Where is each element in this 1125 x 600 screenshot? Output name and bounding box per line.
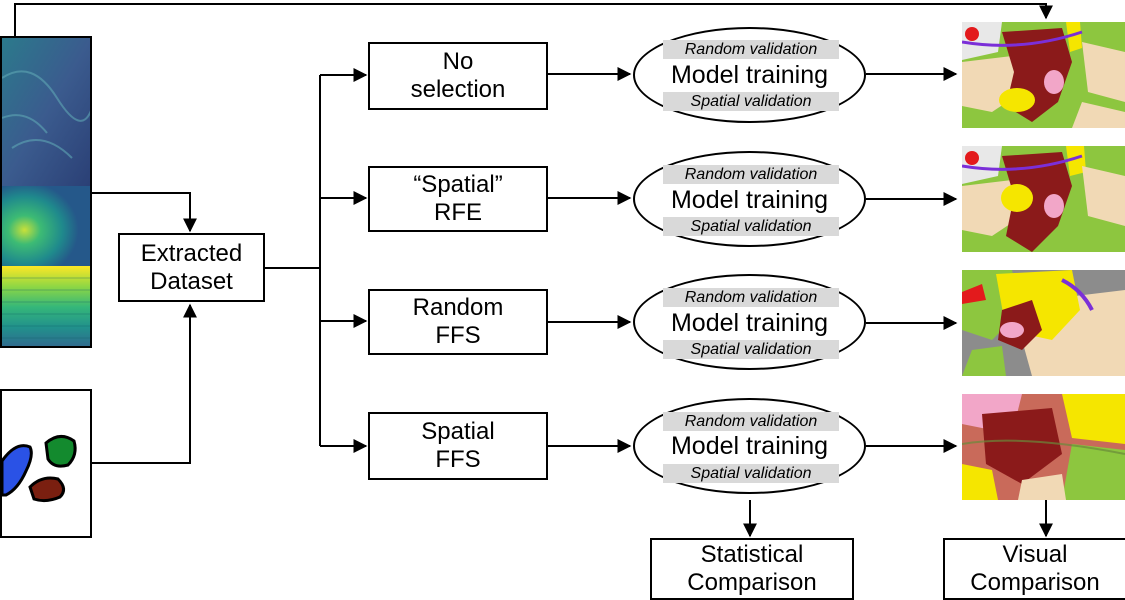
method-line1: Random — [412, 294, 504, 321]
model-training-label: Model training — [670, 309, 829, 337]
method-box-no-selection: No selection — [368, 42, 548, 110]
statistical-comparison-box: Statistical Comparison — [650, 538, 854, 600]
spatial-validation-label: Spatial validation — [663, 340, 839, 359]
method-line2: RFE — [434, 199, 482, 226]
raster-to-dataset-arrow — [92, 192, 197, 233]
method-box-random-ffs: Random FFS — [368, 289, 548, 355]
method-line2: FFS — [435, 446, 481, 473]
method-line1: No — [442, 48, 474, 75]
random-validation-label: Random validation — [663, 412, 839, 431]
land-cover-map-4 — [962, 394, 1125, 500]
method-box-spatial-rfe: “Spatial” RFE — [368, 166, 548, 232]
method-line1: “Spatial” — [413, 171, 503, 198]
visual-comparison-line1: Visual — [1002, 541, 1068, 568]
visual-comparison-box: Visual Comparison — [943, 538, 1125, 600]
random-validation-label: Random validation — [663, 288, 839, 307]
extracted-dataset-line2: Dataset — [150, 267, 233, 295]
raster-to-map-arrow — [14, 3, 1053, 36]
green-polygon — [44, 435, 77, 468]
model-training-label: Model training — [670, 432, 829, 460]
training-polygons-thumbnail — [0, 389, 92, 538]
raster-layers-thumbnail — [0, 36, 92, 348]
extracted-dataset-line1: Extracted — [140, 239, 243, 267]
method-box-spatial-ffs: Spatial FFS — [368, 412, 548, 480]
method-line2: selection — [410, 76, 506, 103]
model-training-label: Model training — [670, 61, 829, 89]
polygons-to-dataset-arrow — [92, 303, 197, 464]
spatial-validation-label: Spatial validation — [663, 464, 839, 483]
visual-comparison-line2: Comparison — [970, 569, 1100, 596]
land-cover-map-2 — [962, 146, 1125, 252]
statistical-comparison-line2: Comparison — [687, 569, 817, 596]
random-validation-label: Random validation — [663, 40, 839, 59]
statistical-comparison-line1: Statistical — [700, 541, 804, 568]
land-cover-map-3 — [962, 270, 1125, 376]
method-line1: Spatial — [421, 418, 495, 445]
land-cover-map-1 — [962, 22, 1125, 128]
brown-polygon — [28, 476, 65, 503]
extracted-dataset-box: Extracted Dataset — [118, 233, 265, 302]
blue-polygon — [2, 444, 33, 497]
spatial-validation-label: Spatial validation — [663, 92, 839, 111]
method-line2: FFS — [435, 322, 481, 349]
random-validation-label: Random validation — [663, 165, 839, 184]
model-training-label: Model training — [670, 186, 829, 214]
spatial-validation-label: Spatial validation — [663, 217, 839, 236]
